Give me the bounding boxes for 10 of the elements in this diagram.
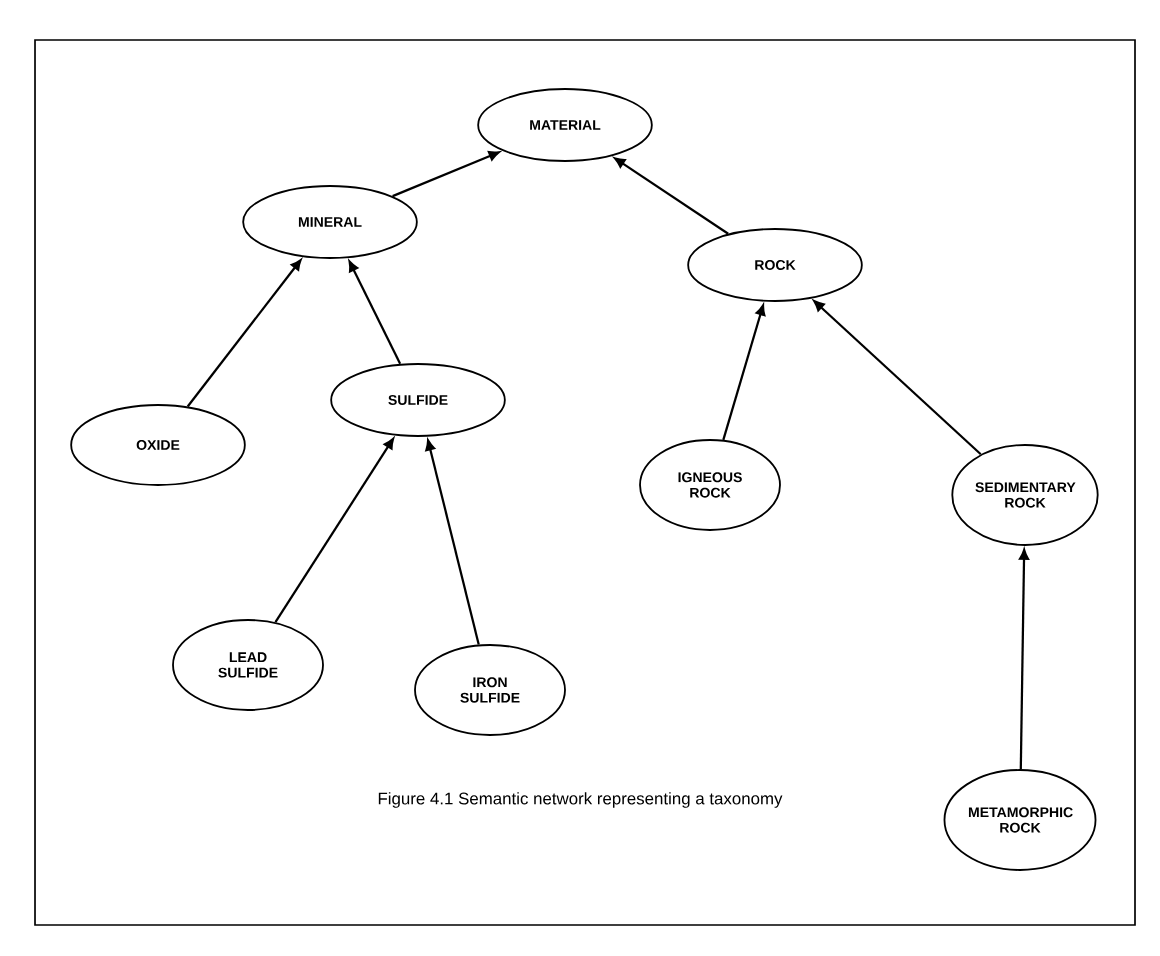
arrow: [614, 157, 729, 235]
arrow: [392, 151, 500, 198]
figure-caption: Figure 4.1 Semantic network representing a taxonomy: [378, 792, 783, 808]
arrow: [348, 260, 402, 365]
arrow: [722, 304, 766, 441]
arrow: [274, 437, 395, 623]
arrow: [1019, 548, 1030, 770]
arrow: [813, 300, 982, 456]
arrow: [425, 439, 480, 645]
arrow: [186, 259, 302, 408]
